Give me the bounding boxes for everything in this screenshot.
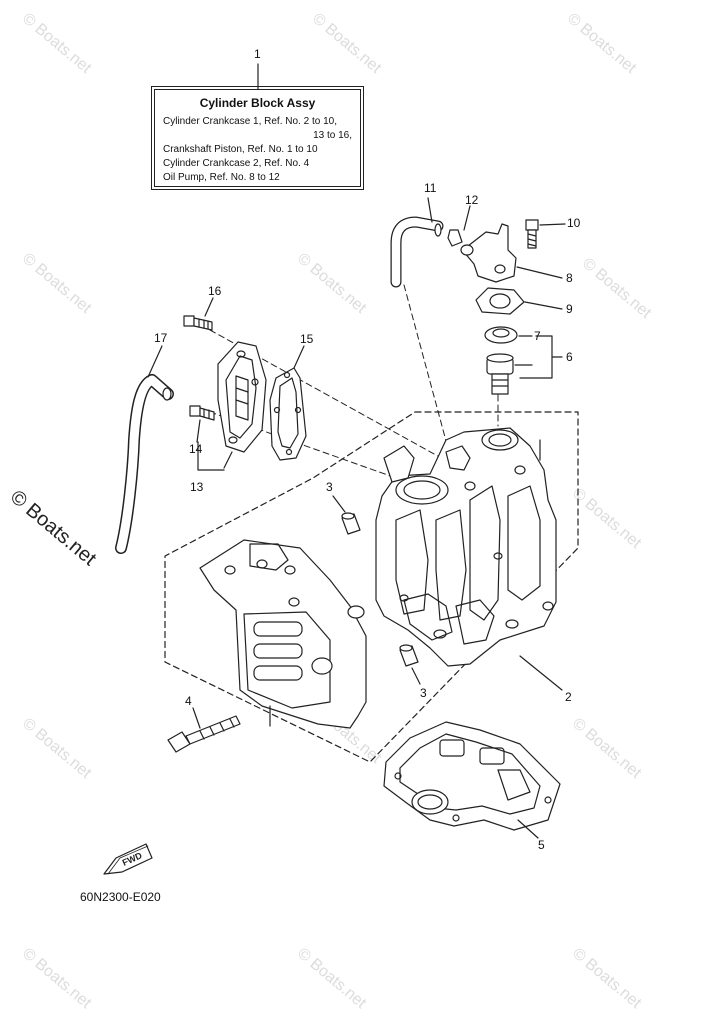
callout-6: 6 [566, 350, 573, 364]
callout-16: 16 [208, 284, 222, 298]
callout-13: 13 [190, 480, 204, 494]
dowel-pin-part-3 [399, 644, 421, 685]
callout-15: 15 [300, 332, 314, 346]
callout-14: 14 [189, 442, 203, 456]
fwd-arrow-icon [103, 843, 153, 875]
callout-8: 8 [566, 271, 573, 285]
bolt-part-10 [525, 219, 566, 249]
callout-9: 9 [566, 302, 573, 316]
thermostat-cover-part-8 [460, 223, 563, 283]
callout-7: 7 [534, 329, 541, 343]
bolt-part-16 [183, 297, 214, 331]
legend-title: Cylinder Block Assy [199, 96, 316, 110]
thermostat-part-6 [486, 335, 563, 395]
washer-part-12 [447, 205, 471, 247]
callout-4: 4 [185, 694, 192, 708]
legend-line: Oil Pump, Ref. No. 8 to 12 [163, 172, 280, 183]
crankcase-part-4 [199, 539, 367, 729]
hose-part-17 [115, 345, 174, 554]
cover-part-13 [197, 341, 267, 471]
gasket-part-5 [383, 721, 561, 839]
callout-17: 17 [154, 331, 168, 345]
callout-10: 10 [567, 216, 581, 230]
legend-line: Crankshaft Piston, Ref. No. 1 to 10 [163, 144, 318, 155]
legend-line: 13 to 16, [313, 130, 352, 141]
callout-12: 12 [465, 193, 479, 207]
callout-2: 2 [565, 690, 572, 704]
bolt-part-14 [189, 405, 215, 443]
legend-line: Cylinder Crankcase 1, Ref. No. 2 to 10, [163, 116, 337, 127]
bolt-part-4 [167, 707, 241, 753]
legend-line: Cylinder Crankcase 2, Ref. No. 4 [163, 158, 310, 169]
gasket-part-15 [269, 345, 307, 461]
callout-1: 1 [254, 47, 261, 61]
callout-11: 11 [424, 181, 437, 195]
dowel-pin-part-3 [332, 495, 361, 535]
seal-part-7 [484, 326, 533, 344]
exploded-parts-diagram: FWD [103, 63, 579, 875]
hose-part-11 [390, 197, 444, 288]
legend-box: Cylinder Block Assy Cylinder Crankcase 1… [151, 86, 364, 190]
cylinder-block-part-2 [375, 427, 563, 691]
drawing-code: 60N2300-E020 [80, 890, 161, 904]
callout-5: 5 [538, 838, 545, 852]
callout-3: 3 [326, 480, 333, 494]
callout-3: 3 [420, 686, 427, 700]
gasket-part-9 [475, 287, 563, 315]
assembly-boundary [164, 411, 579, 763]
